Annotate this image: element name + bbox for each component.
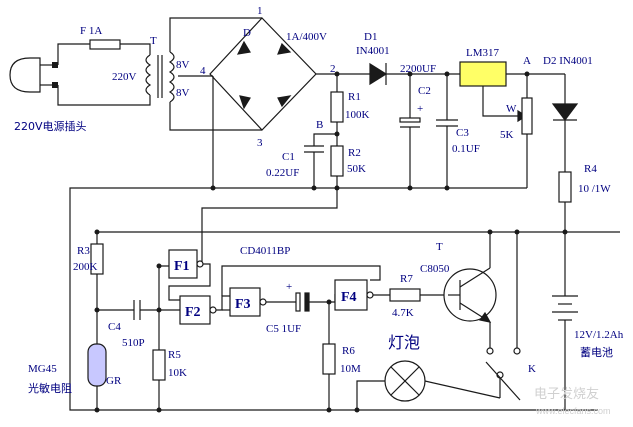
f1-label: F1 (174, 259, 190, 274)
c3-value: 0.1UF (452, 143, 480, 155)
battery-label: 12V/1.2Ah (574, 329, 624, 341)
r7-value: 4.7K (392, 307, 414, 319)
r5-value: 10K (168, 367, 187, 379)
r6-label: R6 (342, 345, 355, 357)
fuse-symbol (89, 39, 121, 50)
r3-label: R3 (77, 245, 90, 257)
bridge-node-3: 3 (257, 137, 263, 149)
w-potentiometer (521, 97, 533, 135)
r4-resistor (558, 171, 572, 203)
r6-resistor (322, 343, 336, 375)
c1-value: 0.22UF (266, 167, 299, 179)
mg45-label: MG45 (28, 363, 57, 375)
c4-label: C4 (108, 321, 121, 333)
r5-label: R5 (168, 349, 181, 361)
d2-diode-symbol (551, 103, 579, 121)
bridge-node-1: 1 (257, 5, 263, 17)
r2-value: 50K (347, 163, 366, 175)
plug-icon (9, 57, 58, 93)
c5-label: C5 1UF (266, 323, 301, 335)
d1-label: D1 (364, 31, 377, 43)
r1-label: R1 (348, 91, 361, 103)
watermark-url: www.elecfans.com (535, 406, 611, 416)
d1-part: IN4001 (356, 45, 390, 57)
bridge-label: D (243, 27, 251, 39)
d1-diode-symbol (369, 62, 388, 86)
ic-label: CD4011BP (240, 245, 290, 257)
watermark: 电子发烧友 (534, 386, 599, 402)
c2-capacitor-symbol (399, 117, 421, 123)
r4-label: R4 (584, 163, 597, 175)
d2-label: D2 IN4001 (543, 55, 593, 67)
c4-value: 510P (122, 337, 145, 349)
center-tap-label: 4 (200, 65, 206, 77)
lamp-label: 灯泡 (388, 333, 420, 352)
bridge-node-2: 2 (330, 63, 336, 75)
transformer-symbol (145, 51, 175, 103)
fuse-label: F 1A (80, 25, 102, 37)
r5-resistor (152, 349, 166, 381)
r3-value: 200K (73, 261, 98, 273)
plug-label: 220V电源插头 (14, 119, 87, 133)
r4-value: 10 /1W (578, 183, 611, 195)
f2-label: F2 (185, 305, 201, 320)
transistor-symbol (443, 267, 497, 323)
c2-value: 2200UF (400, 63, 436, 75)
gr-label: GR (106, 375, 122, 387)
c5-capacitor (295, 292, 301, 312)
t-part: C8050 (420, 263, 450, 275)
c2-plus: + (417, 103, 423, 115)
secondary-bottom-voltage: 8V (176, 87, 190, 99)
c3-label: C3 (456, 127, 469, 139)
r1-value: 100K (345, 109, 370, 121)
f4-label: F4 (341, 290, 357, 305)
r7-label: R7 (400, 273, 413, 285)
primary-voltage: 220V (112, 71, 137, 83)
node-b-label: B (316, 119, 323, 131)
r7-resistor (389, 288, 421, 302)
f3-label: F3 (235, 297, 251, 312)
lm317-regulator (459, 61, 507, 87)
r2-label: R2 (348, 147, 361, 159)
t-label: T (436, 241, 443, 253)
f4-gate (334, 279, 368, 311)
battery-cn-label: 蓄电池 (580, 346, 613, 359)
bridge-rating: 1A/400V (286, 31, 327, 43)
r2-resistor (330, 145, 344, 177)
w-label: W (506, 103, 517, 115)
ldr-sensor (87, 343, 107, 387)
c1-label: C1 (282, 151, 295, 163)
regulator-label: LM317 (466, 47, 500, 59)
bridge-rectifier (209, 17, 317, 131)
ldr-cn-label: 光敏电阻 (28, 381, 72, 395)
w-value: 5K (500, 129, 514, 141)
node-a-label: A (523, 55, 531, 67)
secondary-top-voltage: 8V (176, 59, 190, 71)
transformer-label: T (150, 35, 157, 47)
r1-resistor (330, 91, 344, 123)
r6-value: 10M (340, 363, 361, 375)
c2-label: C2 (418, 85, 431, 97)
c5-plus: + (286, 281, 292, 293)
k-label: K (528, 363, 536, 375)
